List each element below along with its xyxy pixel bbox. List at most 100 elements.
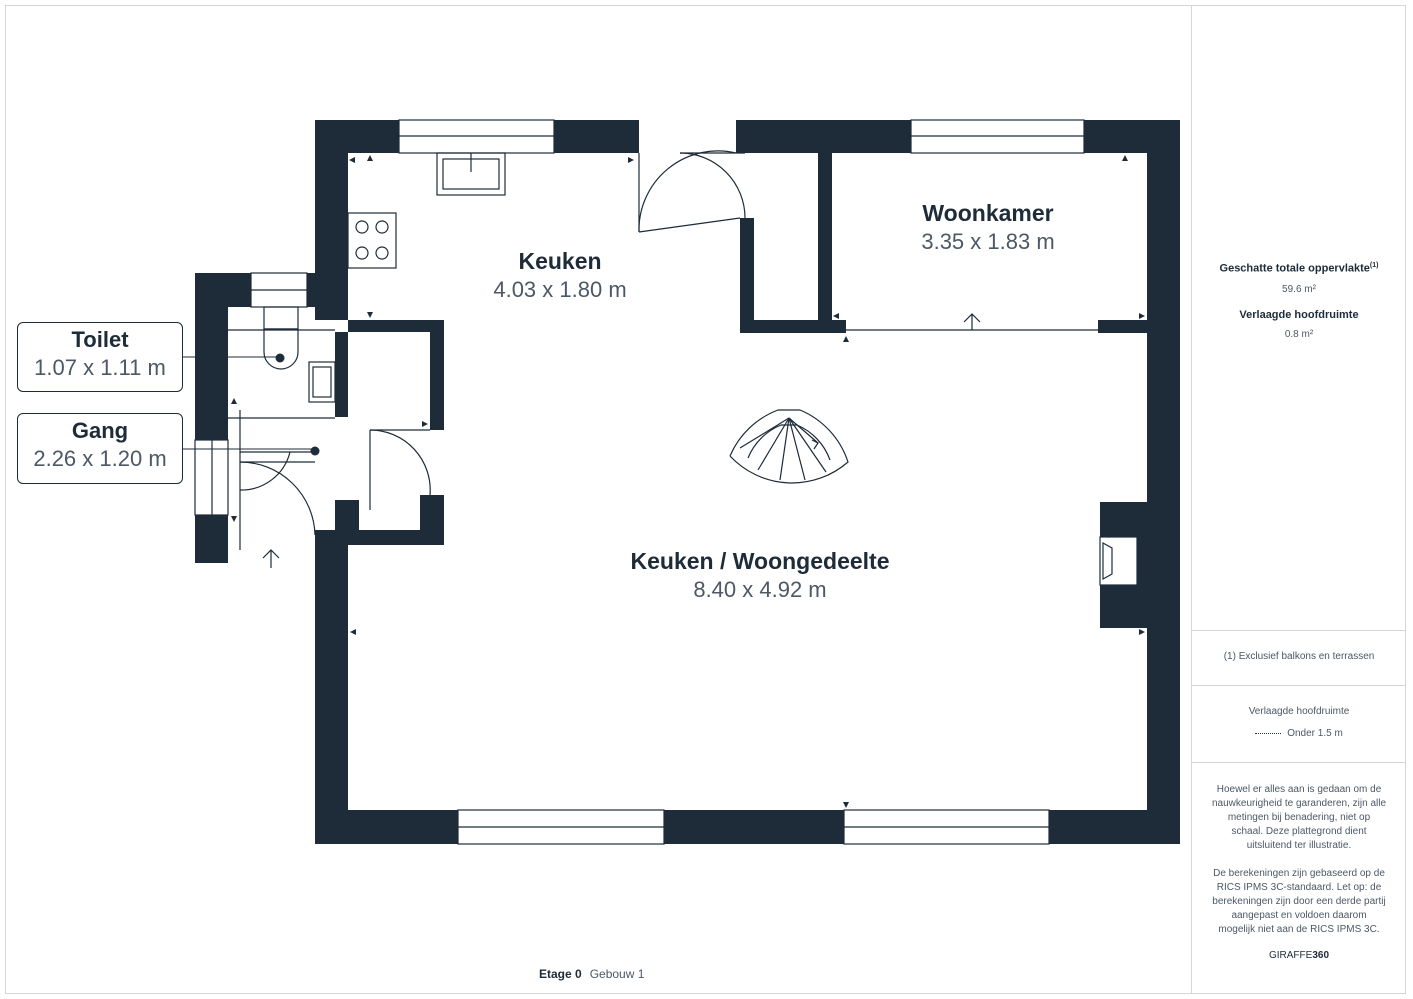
wall-bottom-c <box>1049 810 1180 844</box>
stair-arrow-head <box>811 439 819 450</box>
legend-item: Onder 1.5 m <box>1192 727 1406 741</box>
brand-logo-number: 360 <box>1312 950 1330 961</box>
door-gang-swing <box>239 461 316 536</box>
total-area-label-text: Geschatte totale oppervlakte <box>1219 262 1370 275</box>
room-label-keuken: Keuken 4.03 x 1.80 m <box>493 247 626 305</box>
disclaimer-1: Hoewel er alles aan is gedaan om de nauw… <box>1212 784 1387 851</box>
measure-marker <box>367 312 373 318</box>
wall-closet-bottom <box>348 530 444 545</box>
reduced-height-label: Verlaagde hoofdruimte <box>1239 308 1359 321</box>
door-hallway-link <box>638 217 741 233</box>
measure-marker <box>231 398 237 404</box>
measure-marker <box>628 157 634 163</box>
dotted-line-icon <box>1255 732 1282 734</box>
measure-marker <box>843 336 849 342</box>
measure-marker <box>422 421 428 427</box>
room-label-keuken-woongedeelte: Keuken / Woongedeelte 8.40 x 4.92 m <box>630 547 889 605</box>
floorplan-sheet <box>5 5 1406 994</box>
floor-plan-drawing <box>183 119 1180 845</box>
entrance-arrow-woonkamer <box>963 313 981 330</box>
room-name: Keuken <box>518 248 602 274</box>
panel-divider <box>1192 630 1406 631</box>
callout-leaders <box>183 356 315 450</box>
wall-gang-left <box>195 515 228 563</box>
callout-gang: Gang 2.26 x 1.20 m <box>17 413 183 484</box>
hand-basin <box>308 361 336 403</box>
room-dimensions: 2.26 x 1.20 m <box>33 446 167 471</box>
measure-marker <box>1139 629 1145 635</box>
interior-lines <box>228 150 1138 586</box>
stove-burner <box>375 246 389 260</box>
stove-burner <box>355 246 369 260</box>
total-area-value: 59.6 m² <box>1282 283 1316 295</box>
legend-title: Verlaagde hoofdruimte <box>1248 706 1350 717</box>
hand-basin-bowl <box>312 366 332 398</box>
stair-tread <box>739 417 790 449</box>
total-area-section: Geschatte totale oppervlakte(1) 59.6 m² … <box>1192 262 1406 342</box>
callout-toilet: Toilet 1.07 x 1.11 m <box>17 322 183 392</box>
wall-toilet-right <box>335 332 348 417</box>
measure-marker <box>843 802 849 808</box>
stair-direction-arrow <box>788 417 819 444</box>
wall-left-lower <box>315 530 348 844</box>
entrance-arrow-gang <box>262 549 280 568</box>
building-name: Gebouw 1 <box>589 967 645 981</box>
spiral-stair-inner <box>747 424 831 461</box>
wall-closet-right <box>430 320 444 430</box>
total-area-footnote-mark: (1) <box>1369 262 1379 269</box>
room-name: Gang <box>71 418 129 443</box>
stove-burner <box>375 220 389 234</box>
info-panel: Geschatte totale oppervlakte(1) 59.6 m² … <box>1191 5 1406 994</box>
room-dimensions: 3.35 x 1.83 m <box>921 229 1055 254</box>
wall-bottom-b <box>664 810 844 844</box>
door-toilet-swing <box>239 451 291 491</box>
room-name: Keuken / Woongedeelte <box>630 548 890 574</box>
stair-tread <box>788 417 806 481</box>
wall-woonkamer-left <box>740 218 754 333</box>
brand-logo: GIRAFFE360 <box>1192 950 1406 961</box>
gang-callout-dot <box>310 446 320 456</box>
stove-burner <box>355 220 369 234</box>
stove <box>347 212 397 269</box>
toilet-bowl <box>263 328 299 370</box>
stair-tread <box>779 417 790 481</box>
room-name: Toilet <box>71 327 129 352</box>
wall-right <box>1147 120 1180 844</box>
measure-marker <box>367 155 373 161</box>
wall-top-mid <box>554 120 639 153</box>
stair-tread <box>757 417 790 471</box>
wall-left-upper <box>315 120 348 320</box>
legend-item-label: Onder 1.5 m <box>1287 728 1343 739</box>
fireplace-hearth <box>1102 541 1113 581</box>
room-dimensions: 4.03 x 1.80 m <box>493 277 627 302</box>
measure-marker <box>833 313 839 319</box>
brand-logo-text: GIRAFFE <box>1268 950 1313 961</box>
disclaimer-2: De berekeningen zijn gebaseerd op de RIC… <box>1212 868 1386 935</box>
toilet-callout-dot <box>275 353 285 363</box>
wall-top-right-a <box>736 120 911 153</box>
wall-woonkamer-bottom-right <box>1098 320 1147 333</box>
measure-marker <box>1122 155 1128 161</box>
measure-marker <box>350 629 356 635</box>
room-dimensions: 1.07 x 1.11 m <box>34 355 166 380</box>
floor-name: Etage 0 <box>539 967 582 981</box>
door-closet-swing <box>369 429 431 496</box>
legend: Verlaagde hoofdruimte Onder 1.5 m <box>1192 705 1406 741</box>
room-label-woonkamer: Woonkamer 3.35 x 1.83 m <box>921 199 1054 257</box>
wall-woonkamer-inner <box>818 153 832 333</box>
measure-marker <box>1139 313 1145 319</box>
windows <box>194 119 1085 845</box>
spiral-stair-outline <box>729 409 849 484</box>
floor-label: Etage 0 Gebouw 1 <box>539 967 644 981</box>
room-dimensions: 8.40 x 4.92 m <box>693 577 827 602</box>
wall-woonkamer-bottom <box>740 320 846 333</box>
footnote: (1) Exclusief balkons en terrassen <box>1223 651 1375 662</box>
panel-divider <box>1192 685 1406 686</box>
total-area-label: Geschatte totale oppervlakte(1) <box>1192 262 1406 275</box>
toilet-cistern <box>263 306 299 330</box>
measure-marker <box>231 516 237 522</box>
measure-marker <box>349 157 355 163</box>
reduced-height-value: 0.8 m² <box>1284 328 1314 340</box>
door-woonkamer-swing <box>679 152 746 219</box>
measure-markers <box>231 155 1145 808</box>
